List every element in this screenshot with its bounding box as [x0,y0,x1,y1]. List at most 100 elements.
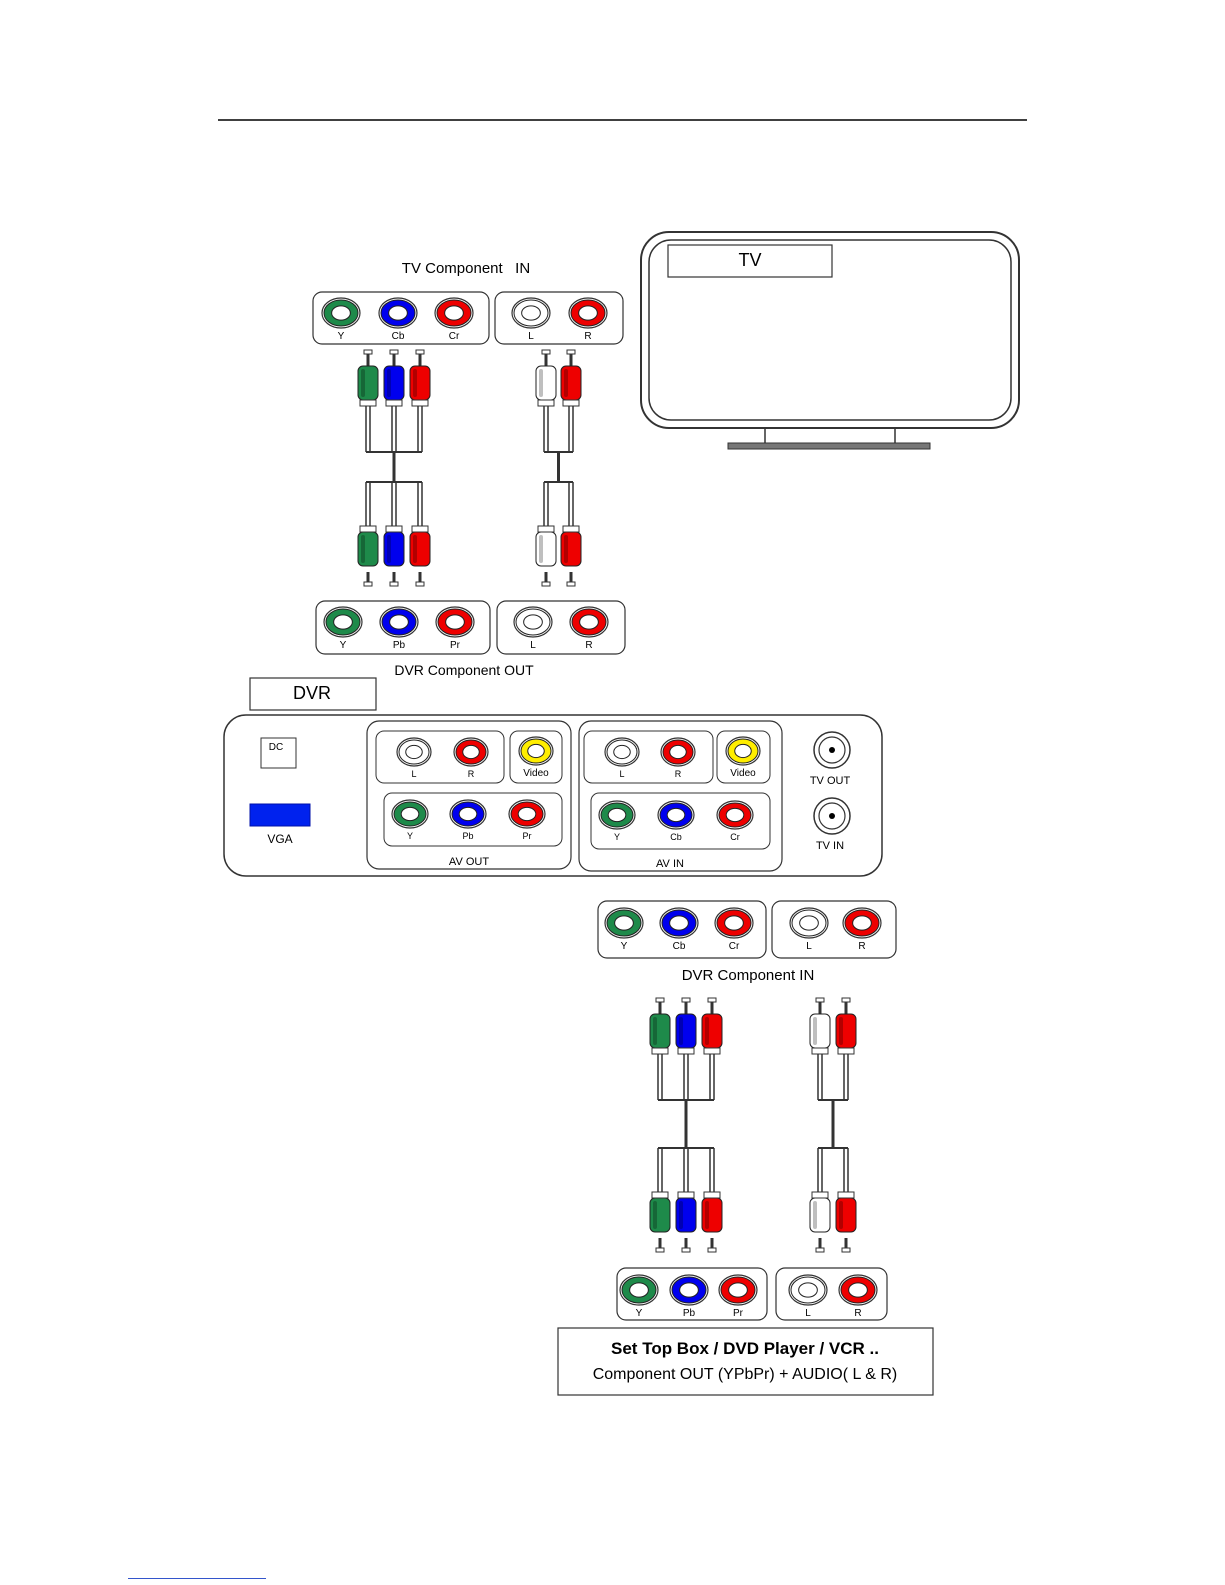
cable-set-dvr-to-source [650,998,856,1252]
av-in-r-jack-label: R [675,769,682,779]
bottom-audio-upper-plug-r [836,998,856,1054]
tv-in-label: TV IN [816,840,844,852]
top-video-upper-plug-pr [410,350,430,406]
source-l-jack-label: L [805,1308,811,1319]
source-pb-jack [670,1275,708,1305]
bottom-video-upper-plug-pr [702,998,722,1054]
av-out-y-jack [392,800,428,828]
av-in-title: AV IN [656,858,684,870]
tv-label: TV [738,250,761,270]
dvr-in-y-jack-label: Y [621,941,628,952]
av-in-video-jack-label: Video [730,768,756,779]
bottom-video-upper-plug-y [650,998,670,1054]
top-audio-lower-plug-l [536,526,556,586]
top-video-lower-plug-pr [410,526,430,586]
dvr-out-pr-jack-label: Pr [450,640,461,651]
dvr-in-r-jack-label: R [858,941,865,952]
dvr-in-l-jack-label: L [806,941,812,952]
source-y-jack-label: Y [636,1308,643,1319]
top-video-lower-plug-y [358,526,378,586]
av-out-pb-jack [450,800,486,828]
dvr-out-y-jack-label: Y [340,640,347,651]
vga-port [250,804,310,826]
av-in-l-jack-label: L [619,769,624,779]
bottom-audio-lower-plug-r [836,1192,856,1252]
av-in-video-jack [726,737,760,765]
av-in-l-jack [605,738,639,766]
bottom-video-upper-plug-pb [676,998,696,1054]
top-video-harness [366,406,422,526]
tv-out-label: TV OUT [810,775,851,787]
footer-link-underline [128,1578,266,1579]
bottom-video-harness [658,1054,714,1192]
dvr-out-r-jack [570,607,608,637]
av-out-pb-jack-label: Pb [462,831,473,841]
av-out-video-jack [519,737,553,765]
source-pb-jack-label: Pb [683,1308,696,1319]
tv-in-cb-jack-label: Cb [392,331,405,342]
av-in-r-jack [661,738,695,766]
tv-in-y-jack-label: Y [338,331,345,342]
bottom-audio-upper-plug-l [810,998,830,1054]
av-in-cb-jack [658,801,694,829]
source-l-jack [789,1275,827,1305]
top-audio-harness [544,406,573,526]
source-pr-jack-label: Pr [733,1308,744,1319]
dvr-component-out-title: DVR Component OUT [394,662,534,678]
av-in-cb-jack-label: Cb [670,832,682,842]
dvr-out-y-jack [324,607,362,637]
tv-in-r-jack [569,298,607,328]
tv-out-coax-icon [814,732,850,768]
av-in-y-jack [599,801,635,829]
av-out-l-jack [397,738,431,766]
tv-illustration: TV [641,232,1019,449]
av-in-y-jack-label: Y [614,832,620,842]
bottom-audio-lower-plug-l [810,1192,830,1252]
dvr-out-r-jack-label: R [585,640,592,651]
dvr-component-in-title: DVR Component IN [682,967,815,984]
tv-in-l-jack-label: L [528,331,534,342]
top-audio-upper-plug-l [536,350,556,406]
av-out-title: AV OUT [449,856,489,868]
tv-component-in-title: TV Component IN [402,260,530,277]
dvr-out-pb-jack-label: Pb [393,640,406,651]
bottom-audio-harness [818,1054,848,1192]
av-out-y-jack-label: Y [407,831,413,841]
dvr-component-out-panel: YPbPrLR [316,601,625,654]
av-out-r-jack [454,738,488,766]
bottom-video-lower-plug-pr [702,1192,722,1252]
tv-in-cr-jack-label: Cr [449,331,460,342]
tv-in-cb-jack [379,298,417,328]
dvr-in-cb-jack-label: Cb [673,941,686,952]
top-video-upper-plug-pb [384,350,404,406]
dvr-in-cr-jack-label: Cr [729,941,740,952]
dvr-in-y-jack [605,908,643,938]
source-r-jack-label: R [854,1308,861,1319]
source-title: Set Top Box / DVD Player / VCR .. [611,1339,879,1358]
top-audio-lower-plug-r [561,526,581,586]
cable-set-tv-to-dvr [358,350,581,586]
source-r-jack [839,1275,877,1305]
dvr-label: DVR [293,683,331,703]
dvr-in-cb-jack [660,908,698,938]
dvr-out-l-jack [514,607,552,637]
top-audio-upper-plug-r [561,350,581,406]
tv-in-y-jack [322,298,360,328]
bottom-video-lower-plug-pb [676,1192,696,1252]
source-pr-jack [719,1275,757,1305]
av-out-r-jack-label: R [468,769,475,779]
source-component-out-panel: Y Pb Pr L R [617,1268,887,1320]
av-out-video-jack-label: Video [523,768,549,779]
av-out-pr-jack-label: Pr [523,831,532,841]
top-video-upper-plug-y [358,350,378,406]
dvr-in-r-jack [843,908,881,938]
av-in-cr-jack-label: Cr [730,832,740,842]
dvr-in-l-jack [790,908,828,938]
av-out-pr-jack [509,800,545,828]
source-subtitle: Component OUT (YPbPr) + AUDIO( L & R) [593,1366,898,1383]
tv-in-l-jack [512,298,550,328]
av-out-l-jack-label: L [411,769,416,779]
